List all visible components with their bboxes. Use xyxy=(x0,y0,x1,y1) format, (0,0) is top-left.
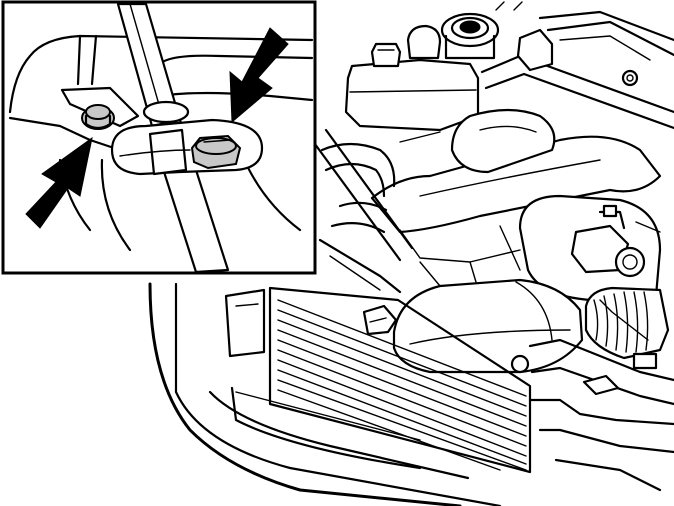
arrow-icon xyxy=(229,27,289,124)
callout-arrow-right xyxy=(229,27,289,124)
strut-brace xyxy=(480,28,674,130)
main-view xyxy=(148,1,674,506)
expansion-tank xyxy=(344,24,480,132)
arrow-icon xyxy=(25,136,93,229)
intake-hose xyxy=(370,108,662,234)
coolant-hoses xyxy=(320,131,441,234)
throttle-assembly xyxy=(518,194,662,302)
tank-cap xyxy=(370,42,402,68)
brake-fluid-cap xyxy=(406,24,442,60)
reservoir-cap xyxy=(440,1,523,60)
right-mounting-bolt xyxy=(190,134,242,170)
hood-edge xyxy=(538,10,674,61)
air-box xyxy=(362,278,584,374)
left-mounting-bolt xyxy=(81,104,115,130)
callout-arrow-left xyxy=(25,136,93,229)
engine-block-details xyxy=(318,225,521,294)
lower-bracket xyxy=(510,299,674,492)
front-bumper xyxy=(148,282,502,506)
inset-detail xyxy=(1,0,317,275)
leader-line xyxy=(310,138,402,262)
radiator xyxy=(268,286,532,474)
